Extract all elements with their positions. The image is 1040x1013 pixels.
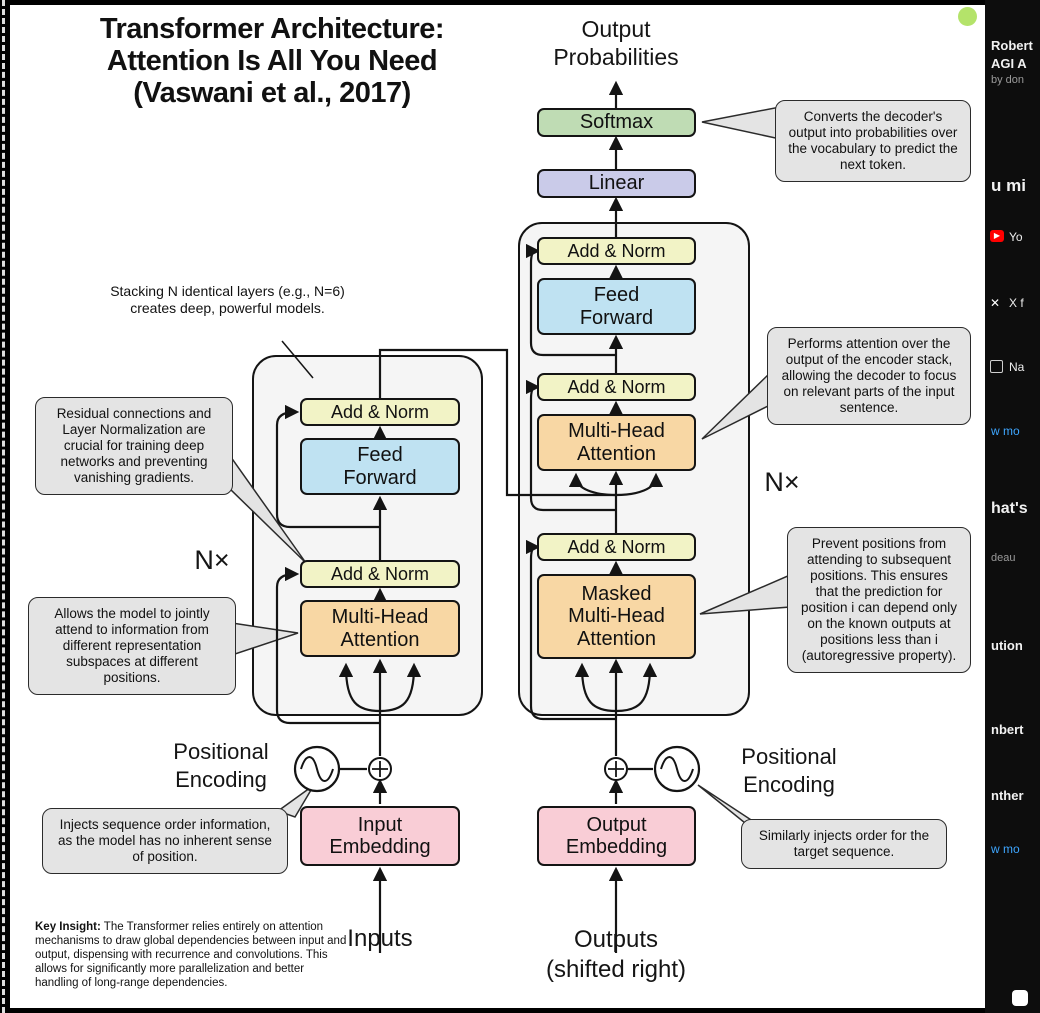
key-insight-label: Key Insight: — [35, 920, 101, 933]
background-page-strip: Robert AGI A by don u mi ▶ Yo ✕ X f Na w… — [985, 0, 1040, 1013]
sidebar-fragment[interactable]: Yo — [1009, 230, 1023, 244]
positional-left-callout: Injects sequence order information, as t… — [42, 808, 288, 874]
page-title: Transformer Architecture: Attention Is A… — [99, 13, 445, 109]
encoder-multi-head-attention-block: Multi-Head Attention — [300, 600, 460, 657]
sidebar-fragment[interactable]: Na — [1009, 360, 1025, 374]
masked-multi-head-attention-block: Masked Multi-Head Attention — [537, 574, 696, 659]
softmax-callout-tail — [701, 106, 781, 140]
sidebar-fragment: u mi — [991, 176, 1026, 195]
x-icon[interactable]: ✕ — [990, 296, 1001, 310]
diagram-canvas: Transformer Architecture: Attention Is A… — [10, 5, 985, 1008]
youtube-icon[interactable]: ▶ — [990, 230, 1004, 242]
cross-attention-callout: Performs attention over the output of th… — [767, 327, 971, 425]
sidebar-fragment[interactable]: AGI A — [991, 56, 1027, 71]
plus-circle-icon — [604, 757, 628, 781]
decoder-add-norm-mid-block: Add & Norm — [537, 373, 696, 401]
sidebar-fragment: hat's — [991, 500, 1028, 517]
output-embedding-block: Output Embedding — [537, 806, 696, 866]
output-probabilities-label: Output Probabilities — [553, 16, 679, 70]
masked-attention-callout: Prevent positions from attending to subs… — [787, 527, 971, 673]
outputs-label: Outputs (shifted right) — [545, 926, 687, 983]
dashed-border — [2, 0, 5, 1013]
linear-block: Linear — [537, 169, 696, 198]
key-insight-text: The Transformer relies entirely on atten… — [35, 920, 347, 989]
positional-encoding-symbols — [293, 745, 701, 793]
green-dot-indicator — [958, 7, 977, 26]
softmax-callout: Converts the decoder's output into proba… — [775, 100, 971, 182]
corner-handle[interactable] — [1012, 990, 1028, 1006]
self-attention-callout: Allows the model to jointly attend to in… — [28, 597, 236, 695]
plus-circle-icon — [368, 757, 392, 781]
positional-right-callout: Similarly injects order for the target s… — [741, 819, 947, 869]
nx-label-decoder: N× — [764, 467, 800, 497]
positional-encoding-label-right: Positional Encoding — [741, 744, 837, 797]
decoder-multi-head-attention-block: Multi-Head Attention — [537, 414, 696, 471]
sidebar-fragment[interactable]: Robert — [991, 38, 1033, 53]
decoder-feed-forward-block: Feed Forward — [537, 278, 696, 335]
sidebar-fragment[interactable]: nbert — [991, 722, 1024, 737]
decoder-add-norm-top-block: Add & Norm — [537, 237, 696, 265]
encoder-add-norm-top-block: Add & Norm — [300, 398, 460, 426]
sidebar-fragment: by don — [991, 74, 1025, 86]
sine-wave-icon — [293, 745, 341, 793]
sidebar-fragment[interactable]: nther — [991, 788, 1024, 803]
sidebar-fragment: deau — [991, 552, 1016, 564]
softmax-block: Softmax — [537, 108, 696, 137]
input-embedding-block: Input Embedding — [300, 806, 460, 866]
sidebar-fragment[interactable]: X f — [1009, 296, 1024, 310]
stacking-note: Stacking N identical layers (e.g., N=6) … — [110, 283, 345, 316]
residual-callout: Residual connections and Layer Normaliza… — [35, 397, 233, 495]
article-icon[interactable] — [990, 360, 1003, 373]
encoder-add-norm-bottom-block: Add & Norm — [300, 560, 460, 588]
nx-label-encoder: N× — [194, 545, 230, 575]
sidebar-fragment[interactable]: w mo — [991, 842, 1020, 856]
sidebar-fragment[interactable]: w mo — [991, 424, 1020, 438]
sidebar-fragment[interactable]: ution — [991, 638, 1023, 653]
sine-wave-icon — [653, 745, 701, 793]
key-insight-note: Key Insight: The Transformer relies enti… — [35, 920, 349, 990]
encoder-feed-forward-block: Feed Forward — [300, 438, 460, 495]
positional-encoding-label-left: Positional Encoding — [173, 739, 269, 792]
decoder-add-norm-bottom-block: Add & Norm — [537, 533, 696, 561]
